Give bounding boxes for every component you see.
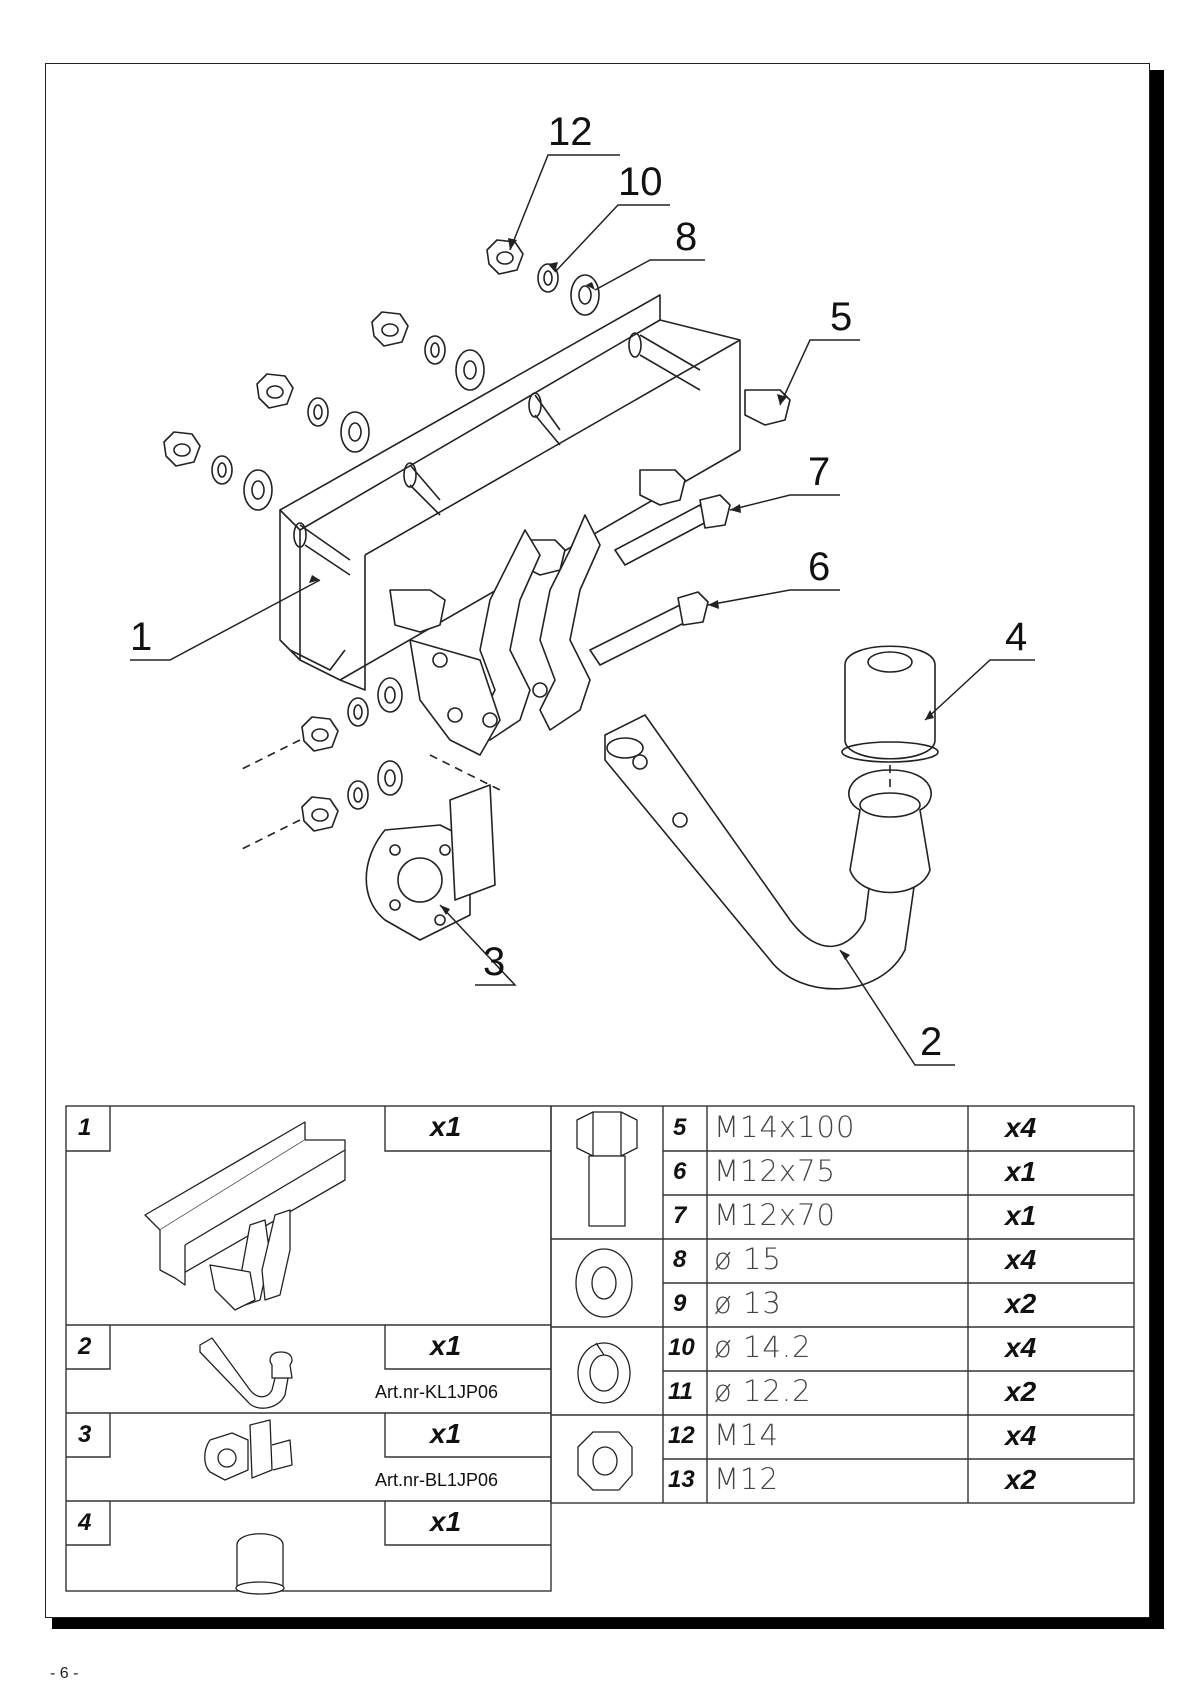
- part-4-number: 4: [78, 1509, 92, 1536]
- part-11-quantity: x2: [1005, 1376, 1037, 1407]
- part-12-number: 12: [668, 1422, 695, 1449]
- callout-leaders: [130, 154, 1035, 1066]
- part-10-spec: ø 14.2: [714, 1330, 812, 1364]
- callout-arrowheads: [309, 238, 934, 960]
- part-5-number: 5: [673, 1114, 687, 1141]
- part-7-quantity: x1: [1005, 1200, 1037, 1231]
- part-3-number: 3: [78, 1421, 92, 1448]
- part-13-quantity: x2: [1005, 1464, 1037, 1495]
- thumb-hex-bolt: [576, 1111, 638, 1227]
- part-12-spec: M14: [714, 1418, 779, 1452]
- part-5-spec: M14x100: [714, 1110, 856, 1144]
- part-5-quantity: x4: [1005, 1112, 1037, 1143]
- part-10-number: 10: [668, 1334, 695, 1361]
- tow-ball-arm: [604, 714, 932, 990]
- callout-3: 3: [483, 940, 505, 984]
- callout-5: 5: [830, 295, 852, 339]
- part-13-number: 13: [668, 1466, 695, 1493]
- part-12-quantity: x4: [1005, 1420, 1037, 1451]
- part-1-quantity: x1: [430, 1111, 462, 1142]
- callout-1: 1: [130, 615, 152, 659]
- loose-bolts: [589, 494, 731, 666]
- part-13-spec: M12: [714, 1462, 779, 1496]
- part-8-number: 8: [673, 1246, 687, 1273]
- part-11-spec: ø 12.2: [714, 1374, 812, 1408]
- callout-labels: 12 10 8 5 7 6 4 1 3 2: [130, 110, 1027, 1064]
- callout-12: 12: [548, 110, 593, 154]
- callout-8: 8: [675, 215, 697, 259]
- part-9-spec: ø 13: [714, 1286, 782, 1320]
- thumb-flat-washer: [575, 1248, 633, 1318]
- thumb-tow-ball-arm: [199, 1337, 293, 1409]
- callout-2: 2: [920, 1020, 942, 1064]
- tow-plates: [409, 514, 601, 756]
- ball-cover: [841, 645, 939, 763]
- part-2-number: 2: [78, 1333, 92, 1360]
- part-7-number: 7: [673, 1202, 687, 1229]
- thumb-spring-washer: [577, 1342, 631, 1404]
- part-3-quantity: x1: [430, 1418, 462, 1449]
- part-6-number: 6: [673, 1158, 687, 1185]
- part-1-number: 1: [78, 1114, 92, 1141]
- part-3-article-number: Art.nr-BL1JP06: [375, 1470, 499, 1490]
- part-7-spec: M12x70: [714, 1198, 836, 1232]
- part-8-spec: ø 15: [714, 1242, 782, 1276]
- part-8-quantity: x4: [1005, 1244, 1037, 1275]
- callout-4: 4: [1005, 615, 1027, 659]
- alignment-lines: [239, 739, 891, 851]
- callout-7: 7: [808, 450, 830, 494]
- nut-washer-sets: [163, 239, 600, 832]
- thumb-ball-cover: [235, 1533, 285, 1595]
- page-number: - 6 -: [50, 1665, 79, 1682]
- part-6-quantity: x1: [1005, 1156, 1037, 1187]
- part-11-number: 11: [668, 1378, 693, 1405]
- thumb-socket-plate: [204, 1419, 293, 1481]
- part-10-quantity: x4: [1005, 1332, 1037, 1363]
- part-2-quantity: x1: [430, 1330, 462, 1361]
- callout-6: 6: [808, 545, 830, 589]
- part-2-article-number: Art.nr-KL1JP06: [375, 1382, 499, 1402]
- part-6-spec: M12x75: [714, 1154, 836, 1188]
- socket-plate: [365, 784, 496, 941]
- parts-table-grid: [65, 1105, 1135, 1592]
- part-9-number: 9: [673, 1290, 687, 1317]
- part-4-quantity: x1: [430, 1506, 462, 1537]
- part-9-quantity: x2: [1005, 1288, 1037, 1319]
- thumb-crossmember-bracket: [144, 1121, 346, 1311]
- table-thumbnails: [144, 1111, 638, 1595]
- callout-10: 10: [618, 160, 663, 204]
- thumb-hex-nut: [577, 1431, 633, 1491]
